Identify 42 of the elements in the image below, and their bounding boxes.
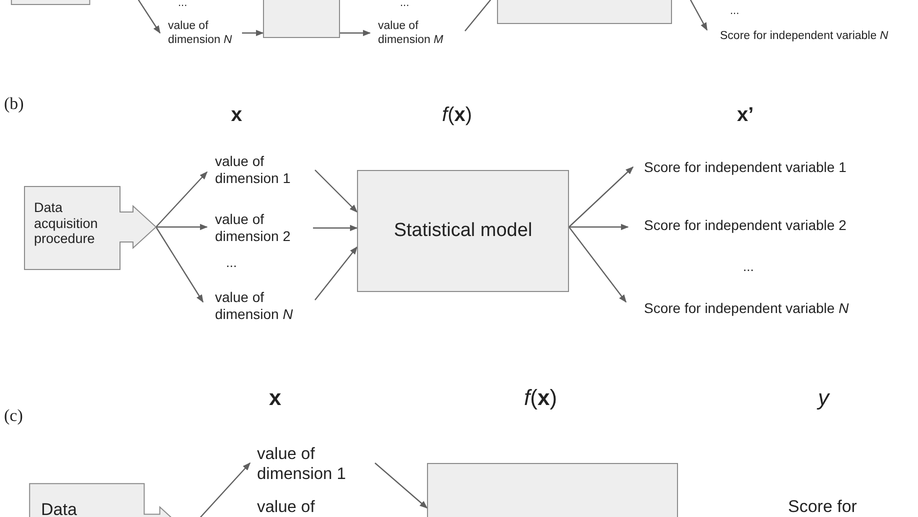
arrow: [569, 224, 629, 230]
value-text: value of dimension 1: [257, 445, 362, 485]
column-heading: x’: [737, 104, 754, 126]
box-label: Data: [41, 500, 78, 517]
arrow: [156, 226, 204, 303]
score-text: Score for independent variable 1: [644, 159, 884, 177]
column-heading: x: [231, 104, 242, 126]
ellipsis-text: ...: [400, 0, 410, 10]
arrow: [314, 170, 358, 213]
panel-label: (c): [4, 407, 23, 426]
ellipsis-text: ...: [743, 260, 754, 274]
value-text: value of dimension M: [378, 20, 458, 50]
column-heading: x: [269, 386, 282, 410]
column-heading: f(x): [524, 386, 558, 410]
ellipsis-text: ...: [226, 256, 237, 270]
box-label: Data acquisition procedure: [34, 200, 99, 247]
value-text: value of dimension N: [168, 20, 240, 50]
ellipsis-text: ...: [178, 0, 188, 10]
value-text: value of dimension 1: [215, 153, 305, 189]
value-text: Score for: [788, 497, 898, 516]
value-text: value of dimension 2: [215, 211, 305, 247]
panel-label: (b): [4, 95, 24, 114]
value-text: value of: [257, 498, 362, 517]
ellipsis-text: ...: [730, 5, 740, 18]
arrow: [340, 30, 371, 36]
arrow: [314, 246, 358, 300]
arrow: [156, 171, 208, 228]
score-text: Score for independent variable N: [720, 30, 905, 46]
arrow: [568, 226, 626, 303]
value-text: value of dimension N: [215, 289, 305, 325]
column-heading: y: [818, 386, 829, 410]
process-box: [357, 170, 569, 292]
score-text: Score for independent variable N: [644, 300, 884, 318]
arrow: [242, 30, 264, 36]
score-text: Score for independent variable 2: [644, 217, 884, 235]
box-label: Statistical model: [394, 220, 532, 242]
block-arrow-box: [24, 186, 156, 270]
column-heading: f(x): [442, 104, 472, 126]
arrow: [313, 224, 358, 232]
arrow: [374, 462, 428, 509]
arrow: [568, 166, 634, 228]
arrow: [156, 224, 208, 230]
